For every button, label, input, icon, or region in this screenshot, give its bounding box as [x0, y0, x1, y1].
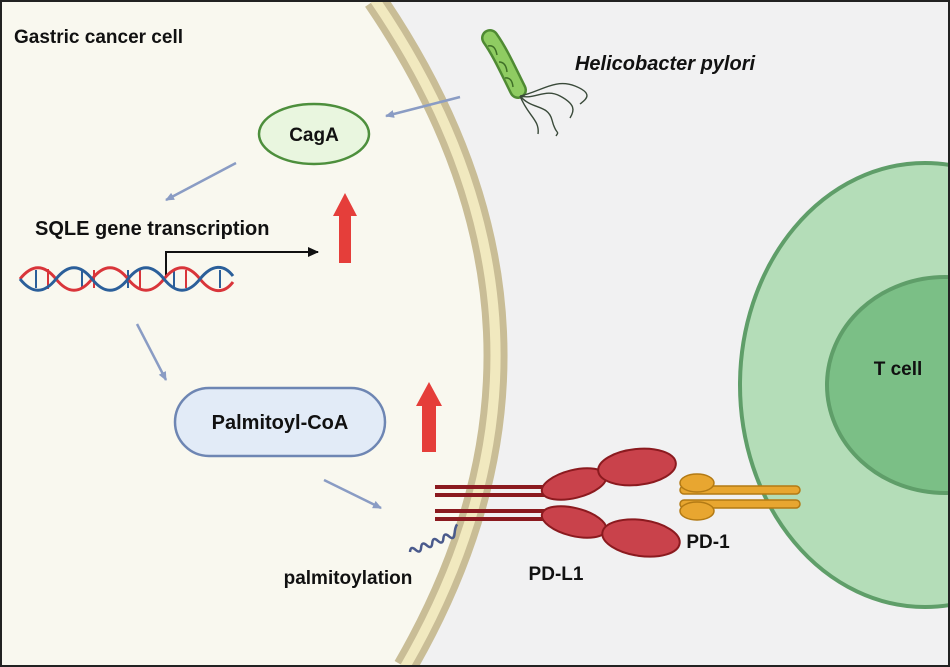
palmitoyl-chain-icon: [408, 523, 459, 553]
helicobacter-pylori-icon: [481, 29, 588, 137]
dna-helix-icon: [18, 265, 235, 293]
caga-label: CagA: [289, 125, 339, 146]
palmitoyl-coa-node: [173, 386, 387, 458]
up-arrow-icon: [416, 382, 442, 452]
arrow-bacterium-to-caga: [385, 95, 461, 118]
t-cell: [738, 161, 950, 609]
arrow-palmitoyl-to-pdl1: [323, 478, 382, 510]
cancer-cell-title: Gastric cancer cell: [14, 27, 183, 48]
cell-membrane: [365, 0, 508, 667]
cancer-cell-body: [0, 0, 496, 667]
arrow-dna-to-palmitoyl: [135, 323, 168, 381]
arrow-caga-to-sqle: [165, 161, 237, 202]
caga-node: [257, 102, 371, 166]
pd-1-label: PD-1: [686, 532, 730, 553]
transcription-start-arrow: [165, 247, 319, 276]
t-cell-nucleus: [825, 275, 950, 495]
t-cell-label: T cell: [874, 359, 923, 380]
palmitoylation-label: palmitoylation: [284, 568, 413, 589]
up-arrow-icon: [333, 193, 357, 263]
pd-l1-label: PD-L1: [529, 564, 584, 585]
pd-1-receptor-icon: [679, 473, 801, 521]
palmitoyl-coa-label: Palmitoyl-CoA: [212, 412, 349, 434]
pd-l1-receptor-icon: [435, 447, 681, 558]
bacterium-label: Helicobacter pylori: [575, 53, 756, 75]
sqle-label: SQLE gene transcription: [35, 218, 269, 240]
